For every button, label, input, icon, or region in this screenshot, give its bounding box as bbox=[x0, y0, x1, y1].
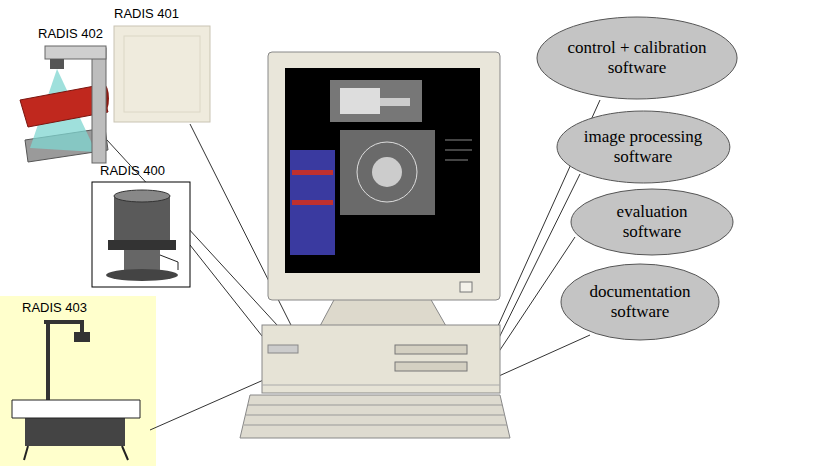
device-name: RADIS 402 bbox=[38, 27, 103, 42]
device-ground bbox=[0, 296, 156, 466]
scanner-device bbox=[20, 46, 109, 163]
device-name: RADIS 403 bbox=[22, 301, 87, 316]
node-label: evaluation software bbox=[602, 202, 702, 241]
node-label: documentation software bbox=[580, 282, 700, 321]
node-content: evaluation software bbox=[570, 188, 734, 256]
node-label: image processing software bbox=[573, 127, 713, 166]
detector-plate bbox=[114, 26, 210, 122]
node-content: image processing software bbox=[556, 110, 731, 184]
computer bbox=[240, 52, 510, 438]
node-content: documentation software bbox=[560, 263, 720, 341]
software-ellipse: image processing software bbox=[556, 110, 731, 184]
device-name: RADIS 401 bbox=[114, 7, 179, 22]
device-name: RADIS 400 bbox=[100, 164, 165, 179]
software-ellipse: control + calibration software bbox=[536, 16, 738, 100]
table-device bbox=[12, 322, 140, 460]
node-content: control + calibration software bbox=[536, 16, 738, 100]
camera-device bbox=[92, 182, 190, 287]
software-ellipse: evaluation software bbox=[570, 188, 734, 256]
node-label: control + calibration software bbox=[552, 38, 722, 77]
software-ellipse: documentation software bbox=[560, 263, 720, 341]
